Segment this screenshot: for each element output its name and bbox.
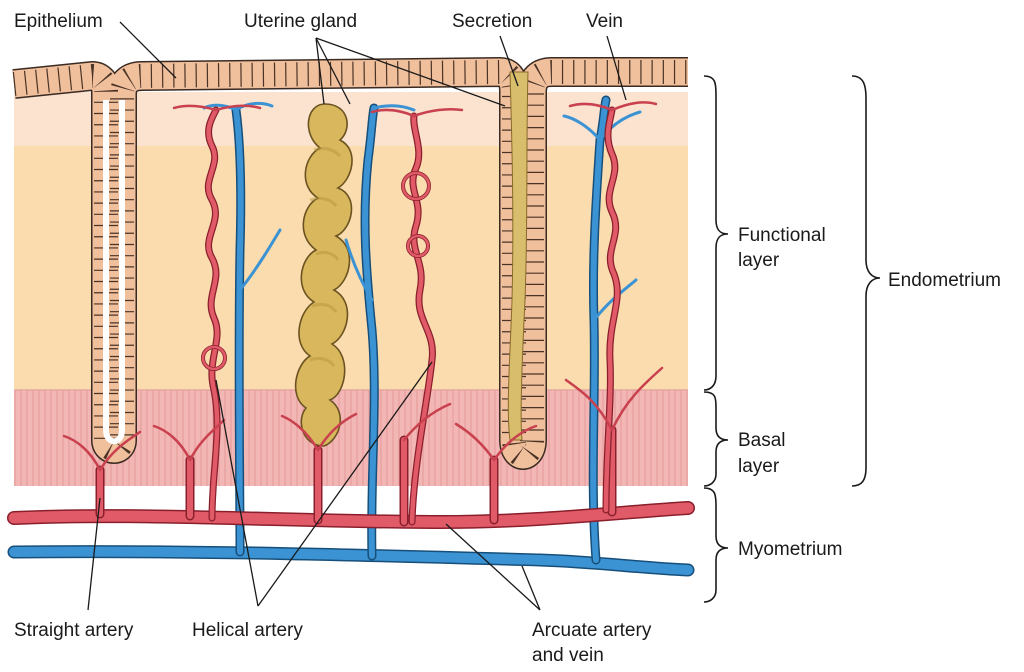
- text-labels: Epithelium Uterine gland Secretion Vein …: [14, 11, 1001, 666]
- arcuate-leader: [445, 523, 541, 611]
- layer-braces: [703, 75, 881, 603]
- label-vein: Vein: [586, 11, 623, 32]
- label-myometrium: Myometrium: [738, 539, 843, 560]
- secretion: [507, 71, 529, 441]
- endometrium-brace: [851, 75, 881, 487]
- helical-artery-leader: [215, 361, 433, 607]
- label-basal-layer-line2: layer: [738, 456, 780, 477]
- epithelium-leader: [119, 21, 177, 79]
- veins: [7, 95, 695, 577]
- label-arcuate-line2: and vein: [532, 645, 604, 666]
- label-endometrium: Endometrium: [888, 270, 1001, 291]
- vein-leader: [606, 35, 627, 101]
- label-functional-layer-line2: layer: [738, 250, 780, 271]
- straight-artery-leader: [87, 497, 101, 611]
- label-functional-layer-line1: Functional: [738, 225, 826, 246]
- label-secretion: Secretion: [452, 11, 532, 32]
- myometrium-brace: [703, 487, 729, 603]
- arteries: [7, 101, 695, 529]
- uterine-gland: [294, 103, 353, 447]
- basal-layer-brace: [703, 391, 729, 487]
- label-epithelium: Epithelium: [14, 11, 103, 32]
- secretion-leader: [499, 35, 519, 87]
- label-straight-artery: Straight artery: [14, 620, 134, 641]
- uterine-gland-leader: [315, 37, 506, 107]
- label-arcuate-line1: Arcuate artery: [532, 620, 652, 641]
- leader-lines: [87, 21, 627, 611]
- uterine-gland-leader-2: [315, 37, 351, 105]
- functional-layer-brace: [703, 75, 729, 391]
- label-helical-artery: Helical artery: [192, 620, 303, 641]
- label-basal-layer-line1: Basal: [738, 430, 786, 451]
- label-uterine-gland: Uterine gland: [244, 11, 357, 32]
